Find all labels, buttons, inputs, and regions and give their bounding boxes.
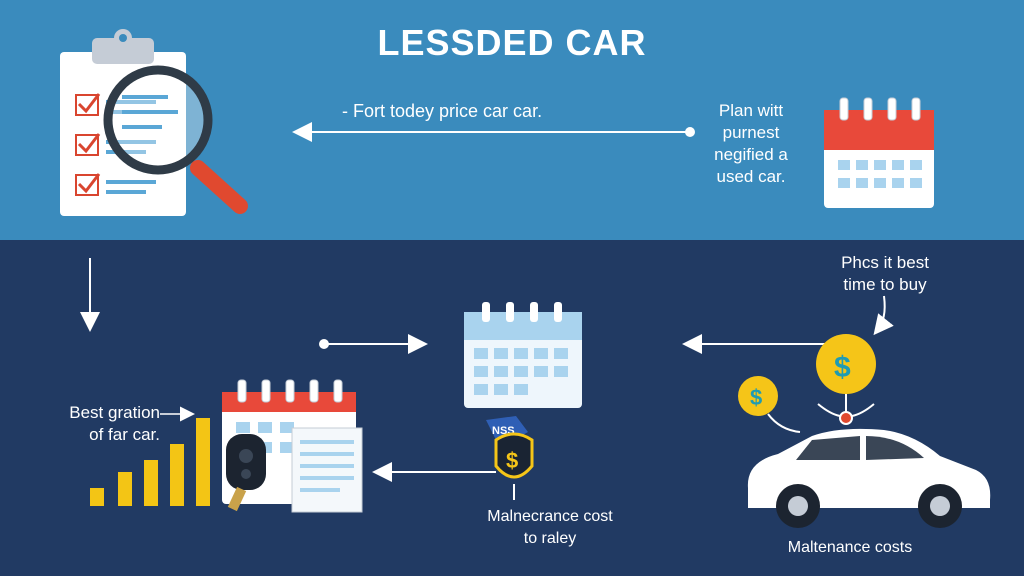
svg-text:$: $ — [750, 385, 762, 410]
caption-line: negified a — [714, 145, 788, 164]
car-key-icon — [226, 434, 266, 512]
caption-line: used car. — [716, 167, 786, 186]
calendar-icon — [824, 97, 934, 208]
caption-maintenance-cost: Malnecrance cost to raley — [470, 506, 630, 550]
caption-line: to raley — [523, 530, 577, 547]
clipboard-icon — [60, 29, 186, 216]
caption-line: Phcs it best — [841, 253, 929, 272]
page-title: LESSDED CAR — [377, 22, 647, 63]
arrow-right-middle — [319, 334, 428, 354]
magnifier-icon — [103, 65, 248, 214]
caption-line: Best gration — [69, 403, 160, 422]
caption-price: - Fort todey price car car. — [342, 101, 543, 121]
arrow-curve-buy — [873, 295, 894, 336]
caption-best-time: Phcs it best time to buy — [820, 252, 950, 296]
svg-text:$: $ — [834, 351, 851, 384]
caption-maintenance-costs: Maltenance costs — [787, 539, 913, 556]
caption-line: of far car. — [89, 425, 160, 444]
svg-text:$: $ — [506, 448, 518, 473]
caption-best-gration: Best gration of far car. — [40, 402, 160, 446]
connector-lines — [767, 394, 875, 433]
caption-line: purnest — [722, 123, 780, 142]
price-tag-icon: NSS $ — [486, 416, 534, 500]
calendar-icon — [464, 302, 582, 408]
caption-line: Plan witt — [718, 101, 784, 120]
arrow-left-top — [292, 122, 695, 142]
dollar-coin-icon: $ $ — [738, 334, 876, 416]
caption-line: time to buy — [843, 275, 927, 294]
caption-plan: Plan witt purnest negified a used car. — [706, 100, 796, 188]
bar-chart-icon — [90, 418, 210, 506]
caption-line: Malnecrance cost — [487, 508, 613, 525]
car-icon — [747, 428, 991, 528]
